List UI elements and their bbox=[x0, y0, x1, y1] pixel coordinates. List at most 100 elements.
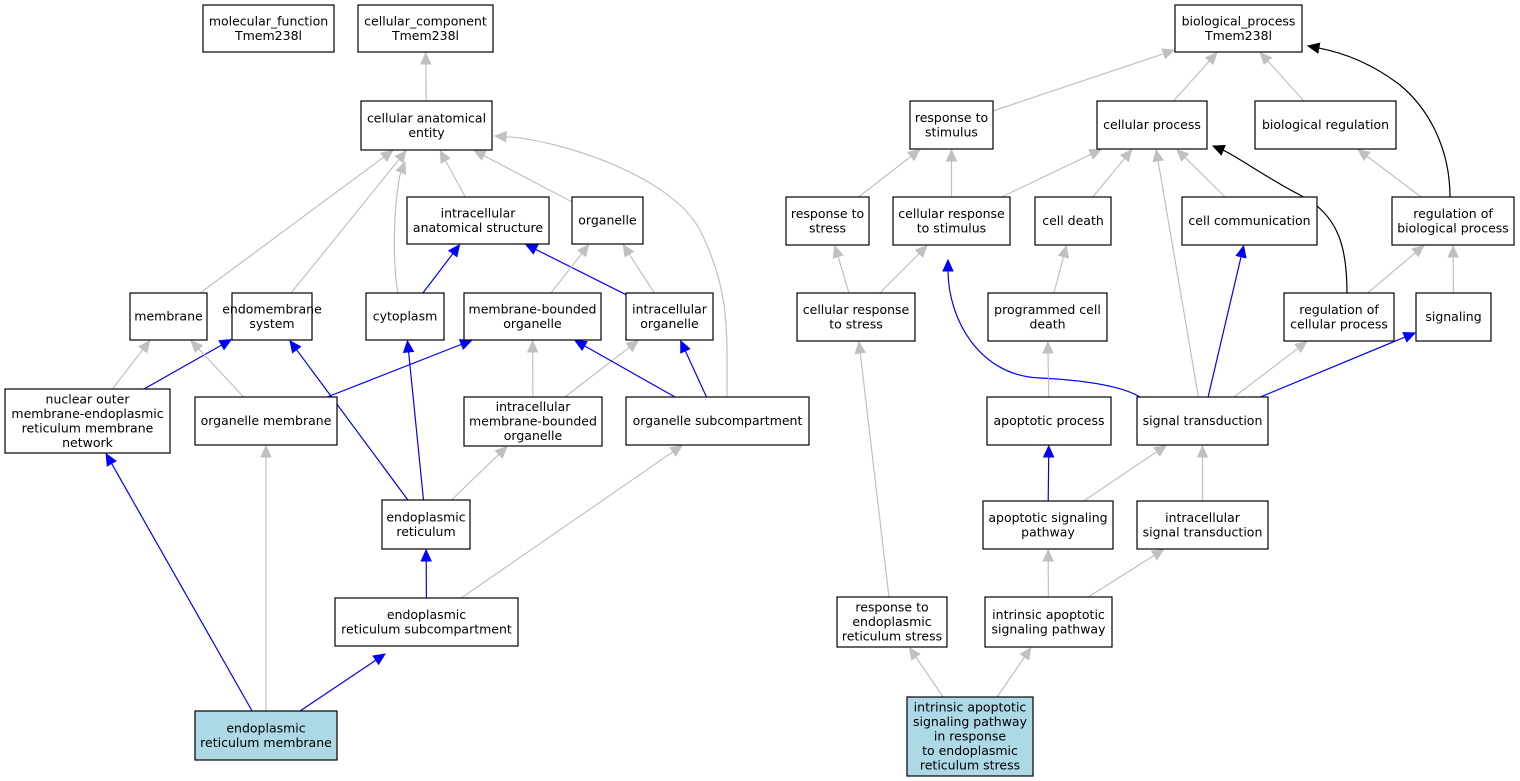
edge-er-to-cyto bbox=[402, 339, 425, 501]
edge-asp-to-st-arrowhead bbox=[1153, 444, 1168, 457]
go-term-label-line: signal transduction bbox=[1143, 413, 1263, 428]
go-term-node-breg[interactable]: biological regulation bbox=[1254, 100, 1397, 150]
go-term-node-st[interactable]: signal transduction bbox=[1136, 396, 1269, 446]
go-term-node-om[interactable]: organelle membrane bbox=[194, 396, 338, 446]
go-term-node-nuc[interactable]: nuclear outermembrane-endoplasmicreticul… bbox=[4, 388, 171, 454]
go-term-box bbox=[194, 396, 338, 446]
edge-rters-to-crstress bbox=[854, 340, 890, 598]
go-term-label-line: signaling bbox=[1425, 309, 1481, 324]
edge-cd-to-cp-arrowhead bbox=[1119, 148, 1133, 163]
go-term-label-line: signal transduction bbox=[1143, 524, 1263, 539]
go-term-box bbox=[1283, 292, 1395, 342]
edge-ias-to-cae-line bbox=[444, 159, 466, 198]
edge-imbo-to-io-line bbox=[564, 346, 631, 398]
edge-cyto-to-ias bbox=[422, 243, 461, 294]
go-term-box bbox=[463, 396, 603, 447]
edge-er-to-cyto-arrowhead bbox=[402, 339, 415, 354]
edge-nuc-to-mem-arrowhead bbox=[138, 339, 151, 354]
go-term-box bbox=[906, 696, 1034, 777]
edge-pcd-to-cd-arrowhead bbox=[1057, 244, 1069, 259]
go-term-label-line: endoplasmic bbox=[852, 614, 931, 629]
go-term-label-line: organelle bbox=[504, 428, 563, 443]
go-term-box bbox=[381, 499, 471, 550]
go-term-label-line: intracellular bbox=[496, 399, 572, 414]
edge-ias-to-cae-arrowhead bbox=[439, 149, 451, 164]
go-term-label-line: cellular process bbox=[1290, 316, 1388, 331]
go-term-label-line: response to bbox=[855, 600, 928, 615]
go-term-label-line: membrane-endoplasmic bbox=[11, 406, 163, 421]
edge-crs-to-rts bbox=[945, 148, 958, 197]
edge-asp-to-st bbox=[1083, 444, 1168, 502]
edge-io-to-org-arrowhead bbox=[622, 243, 635, 258]
edge-asp-to-ap-arrowhead bbox=[1042, 444, 1055, 458]
go-term-node-sig[interactable]: signaling bbox=[1415, 292, 1492, 342]
go-term-node-cp[interactable]: cellular process bbox=[1096, 100, 1208, 150]
go-term-box bbox=[984, 596, 1113, 648]
go-term-node-mem[interactable]: membrane bbox=[129, 292, 208, 341]
go-term-label-line: intracellular bbox=[1165, 510, 1241, 525]
go-term-box bbox=[1136, 396, 1269, 446]
edge-nuc-to-ends-arrowhead bbox=[218, 339, 233, 351]
edge-erm-to-ersc-line bbox=[299, 659, 378, 712]
edge-om-to-mbo-line bbox=[326, 343, 463, 398]
edge-rcp-to-cp-arrowhead bbox=[1211, 145, 1226, 156]
edge-er-to-ends bbox=[289, 339, 409, 501]
go-term-label-line: regulation of bbox=[1299, 302, 1379, 317]
edge-mem-to-cae-line bbox=[199, 156, 385, 294]
go-term-label-line: nuclear outer bbox=[46, 391, 131, 406]
edge-nuc-to-mem bbox=[111, 339, 151, 390]
edge-io-to-ias bbox=[524, 243, 627, 296]
go-term-label-line: organelle bbox=[578, 213, 637, 228]
edge-osc-to-cae bbox=[493, 130, 728, 398]
go-term-node-osc[interactable]: organelle subcompartment bbox=[625, 396, 810, 446]
edge-ends-to-cae-arrowhead bbox=[394, 149, 407, 164]
go-term-node-org[interactable]: organelle bbox=[571, 196, 644, 245]
go-term-box bbox=[892, 196, 1011, 246]
edge-cd-to-cp-line bbox=[1092, 157, 1126, 198]
edge-mbo-to-org bbox=[550, 243, 590, 294]
edge-cp-to-bp bbox=[1173, 51, 1218, 102]
edge-osc-to-cae-line bbox=[504, 136, 728, 398]
edge-rtstress-to-rts-line bbox=[858, 155, 913, 198]
go-term-label-line: stimulus bbox=[925, 124, 978, 139]
edge-rts-to-bp-line bbox=[992, 52, 1165, 112]
edge-crs-to-cp-arrowhead bbox=[1088, 148, 1103, 160]
edge-mbo-to-org-arrowhead bbox=[576, 243, 590, 258]
go-term-node-cd[interactable]: cell death bbox=[1034, 196, 1112, 246]
go-term-box bbox=[194, 710, 338, 761]
edge-mbo-to-org-line bbox=[550, 252, 583, 294]
edge-ersc-to-er-arrowhead bbox=[420, 548, 432, 562]
go-term-node-ap[interactable]: apoptotic process bbox=[986, 396, 1112, 446]
go-term-node-cyto[interactable]: cytoplasm bbox=[365, 292, 445, 341]
edge-crs-to-cp-line bbox=[1001, 153, 1093, 198]
edge-om-to-mem bbox=[190, 339, 245, 398]
edge-erm-to-om bbox=[260, 444, 272, 711]
go-term-node-cc2[interactable]: cell communication bbox=[1181, 196, 1318, 246]
go-term-label-line: response to bbox=[791, 206, 864, 221]
